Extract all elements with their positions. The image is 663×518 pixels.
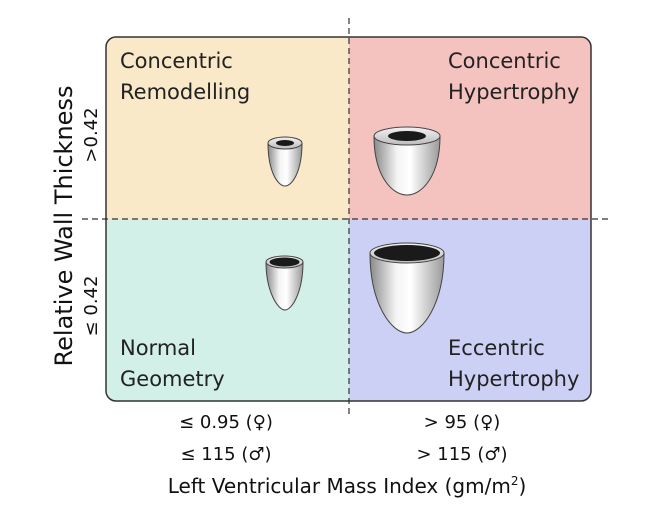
x-axis-title: Left Ventricular Mass Index (gm/m2) [168,474,527,498]
y-axis-upper-threshold: >0.42 [81,107,102,162]
x-axis-title-sup: 2 [511,474,519,488]
heart-concentric-remodelling-icon [267,136,303,187]
label-concentric-remodelling-2: Remodelling [120,80,250,104]
x-right-male-threshold: > 115 (♂) [416,444,507,465]
label-concentric-hypertrophy-1: Concentric [448,49,561,73]
quadrant-concentric-remodelling [106,37,349,219]
heart-normal-icon [265,255,304,311]
quadrant-normal-geometry [106,219,349,401]
label-normal-geometry-2: Geometry [120,367,225,391]
x-left-female-threshold: ≤ 0.95 (♀) [179,412,273,433]
x-right-female-threshold: > 95 (♀) [424,412,501,433]
quadrant-grid [106,37,591,401]
label-concentric-hypertrophy-2: Hypertrophy [448,80,579,104]
label-concentric-remodelling-1: Concentric [120,49,233,73]
label-eccentric-hypertrophy-1: Eccentric [448,336,545,360]
x-axis-title-end: ) [518,474,526,498]
x-left-male-threshold: ≤ 115 (♂) [180,444,271,465]
heart-eccentric-hypertrophy-icon [369,242,445,334]
label-eccentric-hypertrophy-2: Hypertrophy [448,367,579,391]
x-axis-title-main: Left Ventricular Mass Index (gm/m [168,474,511,498]
y-axis-lower-threshold: ≤ 0.42 [81,276,102,337]
y-axis-title: Relative Wall Thickness [50,86,78,367]
heart-concentric-hypertrophy-icon [373,126,441,196]
label-normal-geometry-1: Normal [120,336,196,360]
